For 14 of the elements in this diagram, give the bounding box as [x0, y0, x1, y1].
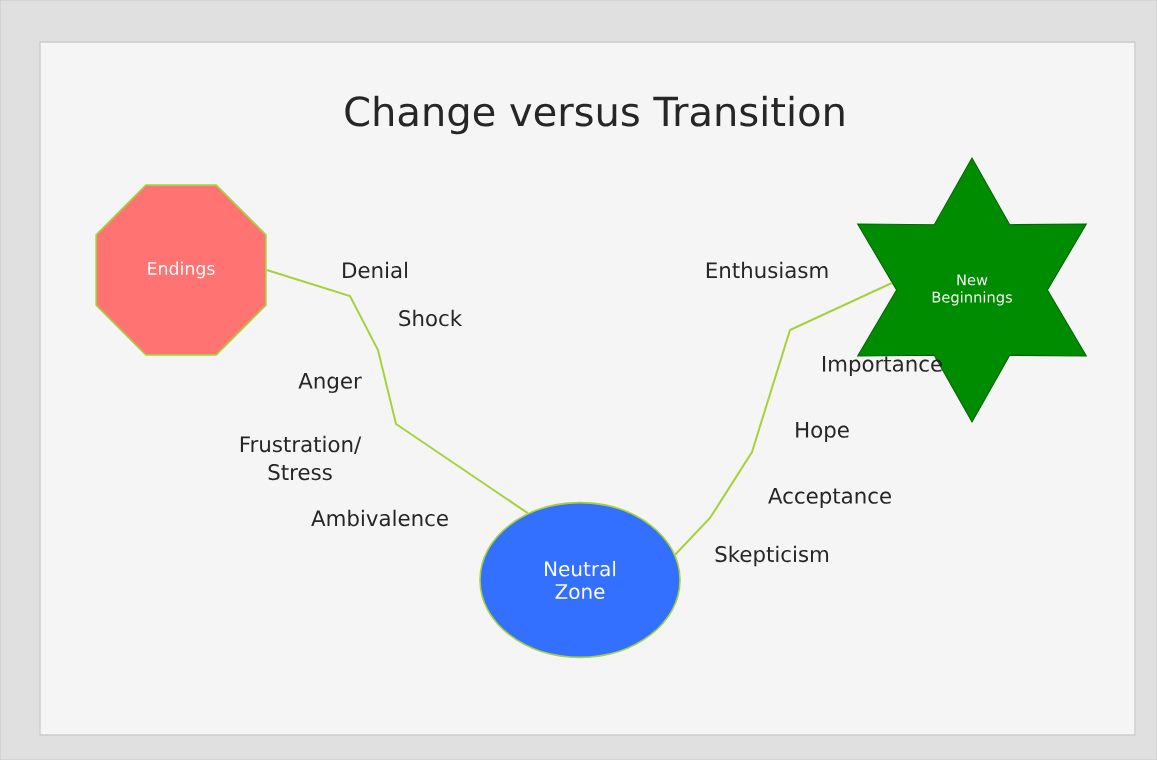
stage-label: Shock — [399, 309, 463, 327]
stage-label: Hope — [796, 422, 849, 442]
stage-label: Ambivalence — [311, 509, 448, 527]
stage-label: Enthusiasm — [706, 261, 828, 279]
stage-label: Denial — [343, 261, 407, 279]
stage-label: Acceptance — [768, 488, 891, 508]
ellipse-node: Neutral Zone — [479, 501, 681, 659]
connector-line — [265, 269, 529, 515]
title: Change versus Transition — [345, 95, 844, 135]
octagon-node: Endings — [95, 184, 267, 356]
stage-label: Skepticism — [715, 545, 829, 567]
connector-line — [674, 282, 893, 556]
stage-label: Anger — [298, 373, 362, 393]
stage-label: Frustration/ Stress — [240, 435, 362, 481]
